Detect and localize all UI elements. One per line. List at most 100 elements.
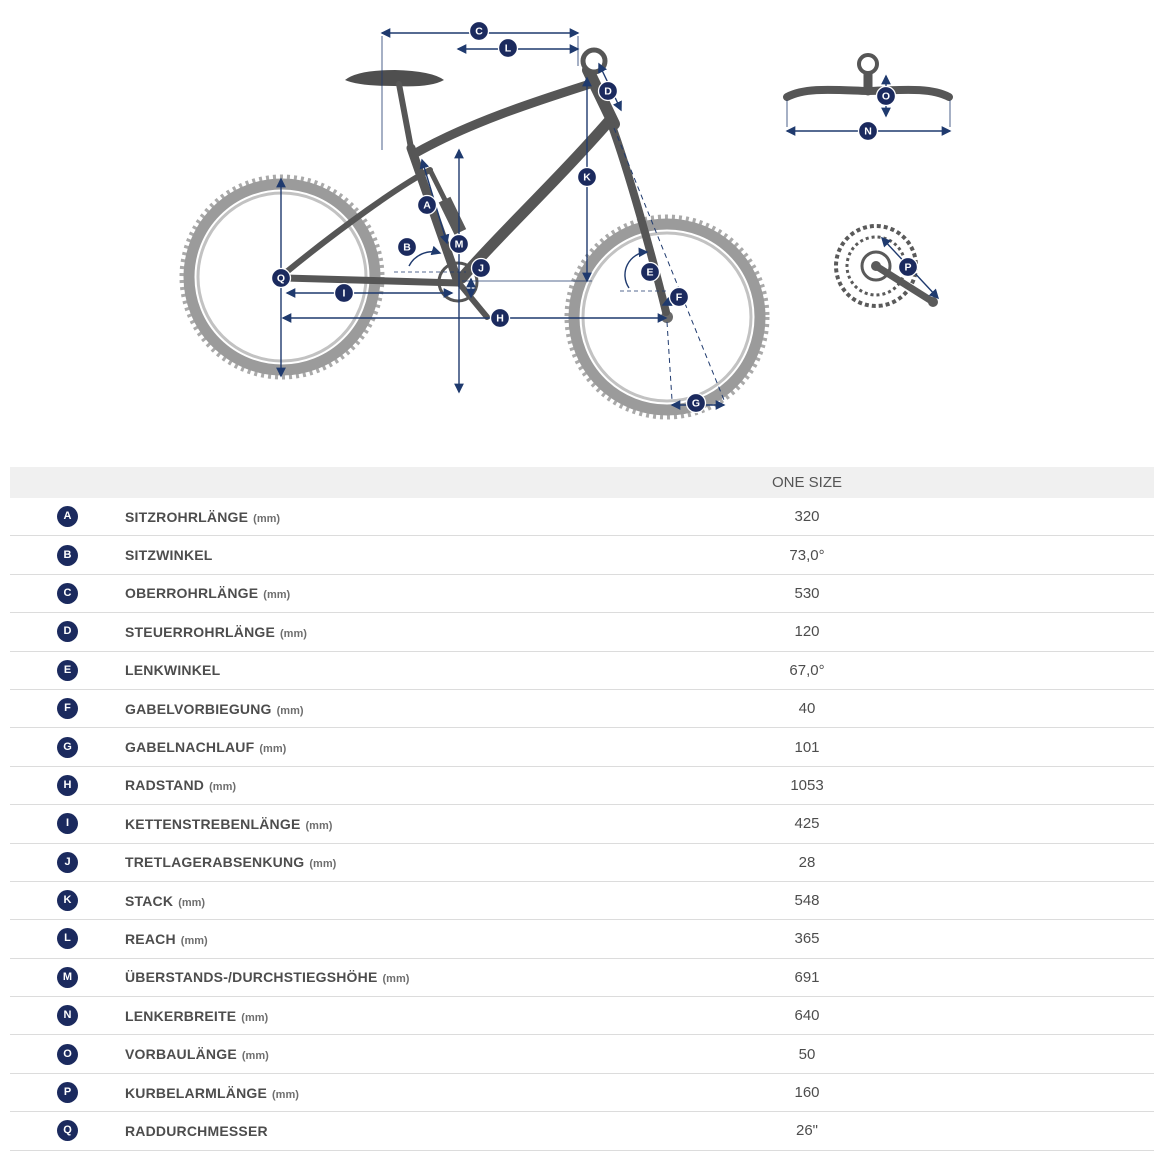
- row-badge-cell: J: [10, 851, 125, 873]
- row-badge-cell: Q: [10, 1120, 125, 1142]
- row-letter-badge: M: [57, 966, 78, 988]
- saddle: [345, 70, 444, 87]
- table-row: F GABELVORBIEGUNG (mm) 40: [10, 689, 1154, 729]
- row-letter-badge: D: [57, 621, 78, 643]
- row-unit: (mm): [272, 1088, 299, 1101]
- row-value: 40: [798, 700, 816, 718]
- row-unit: (mm): [209, 781, 237, 794]
- row-badge-cell: B: [10, 544, 125, 566]
- row-label: REACH: [125, 930, 176, 947]
- row-label-cell: SITZWINKEL: [125, 547, 460, 563]
- row-unit: (mm): [253, 512, 281, 525]
- row-badge-cell: P: [10, 1082, 125, 1104]
- diagram-badge-G: G: [685, 392, 707, 414]
- diagram-badge-P: P: [897, 256, 919, 278]
- row-badge-letter: D: [63, 625, 72, 638]
- table-row: E LENKWINKEL 67,0°: [10, 651, 1154, 690]
- table-row: D STEUERROHRLÄNGE (mm) 120: [10, 613, 1154, 652]
- row-value: 50: [798, 1045, 816, 1063]
- row-label-cell: KETTENSTREBENLÄNGE (mm): [125, 816, 460, 832]
- row-label-cell: RADSTAND (mm): [125, 777, 460, 793]
- diagram-badge-K: K: [576, 166, 598, 188]
- row-badge-cell: I: [10, 813, 125, 835]
- row-badge-letter: I: [65, 817, 70, 830]
- row-letter-badge: G: [57, 736, 78, 758]
- row-label-cell: RADDURCHMESSER: [125, 1123, 460, 1139]
- row-value: 101: [794, 738, 820, 756]
- row-label: KURBELARMLÄNGE: [125, 1084, 268, 1101]
- table-row: H RADSTAND (mm) 1053: [10, 766, 1154, 806]
- row-badge-cell: A: [10, 506, 125, 528]
- diagram-badge-letter: I: [343, 288, 346, 300]
- row-badge-letter: L: [64, 932, 71, 945]
- row-badge-cell: M: [10, 966, 125, 988]
- diagram-badge-letter: N: [864, 126, 872, 138]
- row-value: 1053: [790, 776, 824, 794]
- seatstay: [281, 167, 433, 277]
- row-letter-badge: A: [57, 506, 78, 528]
- diagram-badge-F: F: [668, 286, 690, 308]
- row-value: 640: [794, 1007, 820, 1025]
- diagram-badge-letter: C: [475, 26, 483, 38]
- table-row: M ÜBERSTANDS-/DURCHSTIEGSHÖHE (mm) 691: [10, 958, 1154, 998]
- table-row: L REACH (mm) 365: [10, 920, 1154, 959]
- row-letter-badge: N: [57, 1005, 78, 1027]
- top-tube: [409, 79, 595, 159]
- row-badge-cell: E: [10, 659, 125, 681]
- diagram-badge-letter: O: [882, 91, 890, 103]
- row-value: 530: [794, 584, 820, 602]
- row-value: 548: [794, 892, 820, 910]
- row-letter-badge: L: [57, 928, 78, 950]
- diagram-badge-E: E: [639, 261, 661, 283]
- row-badge-letter: O: [63, 1047, 72, 1060]
- row-label-cell: STACK (mm): [125, 893, 460, 909]
- diagram-badge-A: A: [416, 194, 438, 216]
- row-letter-badge: C: [57, 582, 78, 604]
- row-label: SITZROHRLÄNGE: [125, 508, 249, 525]
- diagram-badge-letter: G: [692, 398, 700, 410]
- row-value: 365: [794, 930, 820, 948]
- row-label: GABELNACHLAUF: [125, 739, 255, 756]
- row-badge-cell: H: [10, 774, 125, 796]
- diagram-badge-letter: E: [646, 267, 653, 279]
- row-label: TRETLAGERABSENKUNG: [125, 854, 305, 871]
- table-row: O VORBAULÄNGE (mm) 50: [10, 1035, 1154, 1074]
- crankset-view: [834, 224, 938, 308]
- diagram-badge-Q: Q: [270, 267, 292, 289]
- row-label: LENKWINKEL: [125, 662, 221, 679]
- table-row: C OBERROHRLÄNGE (mm) 530: [10, 574, 1154, 614]
- table-row: I KETTENSTREBENLÄNGE (mm) 425: [10, 805, 1154, 844]
- row-unit: (mm): [309, 858, 337, 871]
- row-letter-badge: Q: [57, 1120, 78, 1142]
- row-label-cell: KURBELARMLÄNGE (mm): [125, 1085, 460, 1101]
- diagram-badge-letter: A: [423, 200, 431, 212]
- diagram-badge-letter: J: [478, 263, 484, 275]
- row-letter-badge: I: [57, 813, 78, 835]
- row-badge-cell: N: [10, 1005, 125, 1027]
- row-badge-cell: K: [10, 890, 125, 912]
- row-value: 120: [794, 623, 820, 641]
- row-label-cell: OBERROHRLÄNGE (mm): [125, 585, 460, 601]
- row-unit: (mm): [180, 934, 208, 947]
- row-badge-cell: L: [10, 928, 125, 950]
- row-badge-letter: H: [63, 778, 72, 791]
- row-badge-letter: F: [64, 702, 71, 715]
- handlebar-top-view: [783, 53, 953, 101]
- row-value: 26": [795, 1122, 818, 1140]
- row-value: 425: [794, 815, 820, 833]
- row-value: 320: [794, 508, 820, 526]
- table-row: Q RADDURCHMESSER 26": [10, 1112, 1154, 1151]
- diagram-badge-letter: H: [496, 313, 504, 325]
- dim-arc-B: [408, 245, 442, 267]
- table-row: G GABELNACHLAUF (mm) 101: [10, 728, 1154, 767]
- table-row: J TRETLAGERABSENKUNG (mm) 28: [10, 843, 1154, 882]
- diagram-badge-L: L: [497, 37, 519, 59]
- row-label-cell: STEUERROHRLÄNGE (mm): [125, 624, 460, 640]
- row-label: SITZWINKEL: [125, 547, 213, 564]
- row-label: RADDURCHMESSER: [125, 1122, 268, 1139]
- diagram-badge-letter: K: [583, 172, 591, 184]
- seatpost: [396, 81, 414, 151]
